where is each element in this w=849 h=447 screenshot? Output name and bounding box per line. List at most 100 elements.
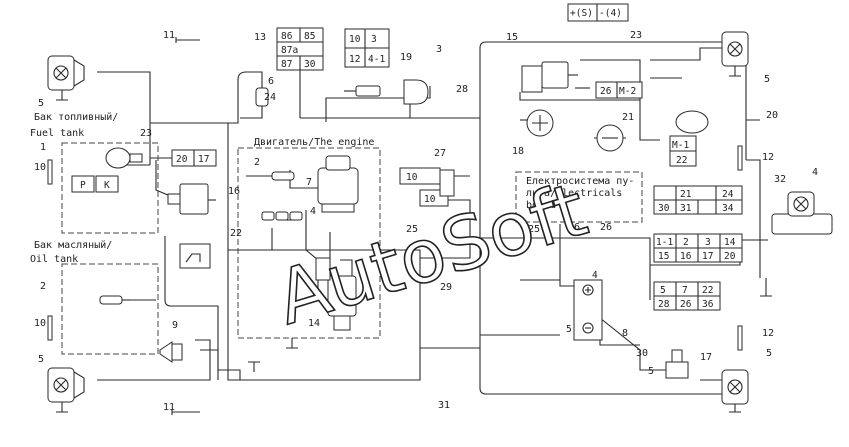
callout: 14 — [308, 318, 320, 329]
callout: 25 — [528, 224, 540, 235]
callout: 25 — [406, 224, 418, 235]
board-outline — [515, 171, 643, 223]
fuel-k-label: K — [104, 180, 110, 191]
relay-27-icon — [439, 169, 455, 197]
callout: 12 — [762, 328, 774, 339]
fuel-tank-label-ru: Бак топливный/ — [34, 111, 118, 123]
callout: 23 — [140, 128, 152, 139]
fuel-sender-icon: P K — [71, 147, 143, 193]
callout: 10 — [34, 162, 46, 173]
engine-sensor-icon — [271, 171, 295, 181]
board-label-1: Електросистема пу- — [526, 176, 634, 187]
box-m1-22: M-1 22 — [669, 135, 697, 167]
callout: 6 — [268, 76, 274, 87]
callout-numbers: 1 2 2 3 4 4 5 5 5 5 5 6 7 8 9 10 10 11 1… — [34, 30, 818, 413]
callout: 20 — [766, 110, 778, 121]
box-cell: 20 — [176, 154, 188, 165]
signal-cell: +(S) — [570, 8, 593, 19]
box-cell: 17 — [198, 154, 209, 165]
board-table-a: 21 24 30 31 34 — [653, 185, 743, 215]
callout: 26 — [600, 222, 612, 233]
lamp-bottom-right-icon — [721, 369, 749, 413]
callout: 27 — [434, 148, 446, 159]
callout: 3 — [436, 44, 442, 55]
callout: 2 — [254, 157, 260, 168]
callout: 11 — [163, 402, 175, 413]
board-cell: 28 — [658, 299, 670, 310]
signal-cell: -(4) — [599, 8, 622, 19]
callout: 11 — [163, 30, 175, 41]
switch-15-icon — [521, 61, 578, 93]
callout: 32 — [774, 174, 786, 185]
fuse-cell: 3 — [371, 34, 377, 45]
lamp-top-right-icon — [721, 31, 749, 77]
callout: 8 — [622, 328, 628, 339]
board-cell: 31 — [680, 203, 692, 214]
callout: 26 — [568, 222, 580, 233]
callout: 10 — [34, 318, 46, 329]
marker-10-upper-icon — [47, 159, 53, 185]
board-cell: 26 — [680, 299, 692, 310]
battery-minus-label: 5 — [566, 324, 572, 335]
fuel-p-label: P — [80, 180, 86, 191]
board-cell: 22 — [702, 285, 713, 296]
engine-label: Двигатель/The engine — [254, 137, 374, 148]
board-cell: 30 — [658, 203, 670, 214]
relay-22-icon — [179, 243, 211, 269]
relay-table: 86 85 87a 87 30 — [276, 27, 324, 71]
board-cell: 15 — [658, 251, 669, 262]
fuse-6-icon — [255, 87, 269, 107]
marker-11-lower-icon — [171, 409, 200, 415]
callout: 5 — [38, 98, 44, 109]
gauge-21-icon — [596, 124, 624, 152]
box-cell: M-2 — [619, 86, 636, 97]
marker-12-lower-icon — [737, 325, 743, 351]
callout: 23 — [630, 30, 642, 41]
battery-icon: 4 5 — [566, 270, 603, 341]
callout: 29 — [440, 282, 452, 293]
relay-pin: 85 — [304, 31, 315, 42]
callout: 17 — [700, 352, 712, 363]
oil-sensor-icon — [99, 295, 130, 305]
marker-11-upper-icon — [175, 37, 200, 43]
engine-outline — [237, 147, 381, 339]
board-cell: 5 — [660, 285, 666, 296]
callout: 5 — [766, 348, 772, 359]
board-cell: 2 — [683, 237, 689, 248]
gauge-18-icon — [526, 109, 554, 137]
callout: 5 — [38, 354, 44, 365]
board-table-c: 5 7 22 28 26 36 — [653, 281, 721, 311]
engine-sensors-icon — [261, 211, 303, 221]
lamp-bottom-left-icon — [47, 367, 85, 413]
board-cell: 24 — [722, 189, 734, 200]
meter-20-icon — [675, 110, 709, 134]
relay-pin: 86 — [281, 31, 293, 42]
connector-19-icon — [344, 85, 381, 97]
callout: 13 — [254, 32, 266, 43]
relay-pin: 87a — [281, 45, 298, 56]
ground-engine-icon — [286, 338, 298, 349]
box-cell: 26 — [600, 86, 612, 97]
callout: 28 — [456, 84, 468, 95]
ground-lower-icon — [248, 361, 260, 372]
board-cell: 7 — [682, 285, 688, 296]
board-cell: 14 — [724, 237, 736, 248]
box-20-17: 20 17 — [171, 149, 217, 167]
callout: 21 — [622, 112, 634, 123]
battery-plus-label: 4 — [592, 270, 598, 281]
starter-14-icon — [315, 257, 357, 331]
board-cell: 16 — [680, 251, 692, 262]
callout: 4 — [310, 206, 316, 217]
board-cell: 3 — [705, 237, 711, 248]
fuel-tank-label-en: Fuel tank — [30, 128, 84, 139]
board-label-2: льта/Electricals — [526, 188, 622, 199]
callout: 12 — [762, 152, 774, 163]
switch-17-icon — [665, 349, 689, 379]
relay-pin: 30 — [304, 59, 316, 70]
switch-16-icon — [167, 183, 216, 215]
fuse-cell: 12 — [349, 54, 360, 65]
relay-pin: 87 — [281, 59, 292, 70]
callout: 15 — [506, 32, 518, 43]
